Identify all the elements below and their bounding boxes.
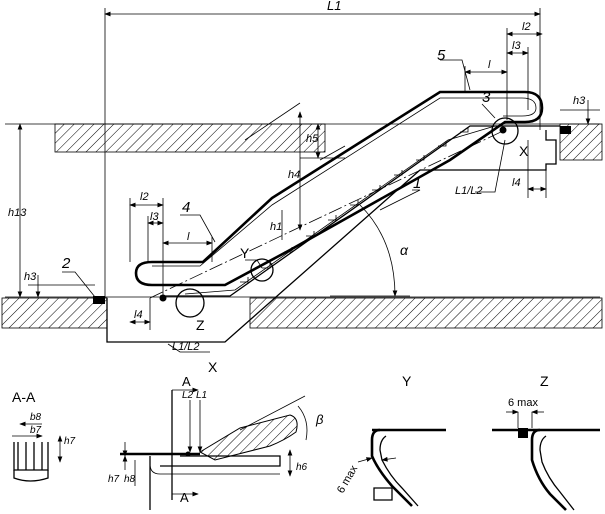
step-teeth	[240, 127, 469, 283]
detail-x-title: X	[208, 359, 218, 375]
dim-b7: b7	[30, 425, 42, 436]
dim-h7-aa: h7	[64, 436, 76, 447]
dim-l3-left: l3	[150, 211, 159, 223]
label-4: 4	[182, 199, 190, 216]
detail-label-x: X	[519, 143, 529, 159]
truss-outline	[106, 130, 557, 343]
dim-h6: h6	[296, 462, 308, 473]
y-6max-label: 6 max	[335, 463, 361, 495]
detail-circle-z[interactable]	[175, 288, 205, 318]
incline-axis	[149, 130, 504, 299]
detail-x: X A A L2 L1 β h6 h7 h8	[108, 359, 324, 510]
label-3: 3	[482, 89, 491, 106]
detail-z-title: Z	[540, 373, 549, 389]
dim-h7-x: h7	[108, 474, 120, 485]
dim-l4-left: l4	[134, 309, 143, 321]
handrail-inner	[152, 97, 537, 267]
detail-label-y: Y	[240, 245, 250, 261]
section-a-bottom: A	[180, 490, 189, 505]
dim-b8: b8	[30, 412, 42, 423]
handrail	[134, 90, 544, 287]
dim-l4-right: l4	[512, 177, 521, 189]
dim-l2-left: l2	[140, 191, 149, 203]
z-6max-label: 6 max	[508, 397, 538, 409]
detail-y-title: Y	[402, 373, 412, 389]
label-1: 1	[413, 175, 421, 192]
dim-h4: h4	[288, 169, 300, 181]
lower-floor-slab-right	[249, 297, 603, 329]
dim-h8: h8	[124, 474, 136, 485]
dim-h3-right: h3	[573, 95, 586, 107]
detail-label-z: Z	[196, 317, 205, 333]
dim-h13: h13	[8, 207, 27, 219]
lower-floor-slab-left	[1, 297, 108, 329]
dim-h3-left: h3	[24, 271, 37, 283]
dim-L1L2-left: L1/L2	[172, 341, 200, 353]
detail-z: Z 6 max	[492, 373, 600, 511]
dim-L2-x: L2	[182, 390, 194, 401]
dim-L1-x: L1	[196, 390, 207, 401]
angle-alpha: α	[400, 242, 409, 258]
comb-plate-upper	[560, 126, 571, 134]
dim-l-top: l	[488, 59, 491, 71]
dim-L1L2-right: L1/L2	[455, 185, 483, 197]
dim-l-left: l	[187, 231, 190, 243]
detail-circle-y[interactable]	[250, 258, 274, 282]
dim-L1: L1	[327, 0, 341, 13]
detail-aa-title: A-A	[12, 389, 36, 405]
dim-h5: h5	[306, 133, 319, 145]
angle-beta: β	[315, 412, 324, 427]
dim-h1: h1	[270, 221, 282, 233]
step-band	[160, 125, 560, 297]
comb-hatched	[198, 414, 298, 461]
detail-circle-x[interactable]	[491, 117, 519, 145]
upper-floor-slab-left	[54, 123, 326, 153]
comb-plate-lower	[93, 296, 105, 304]
main-view: L1 l2 l3 l 5 3 h3 X h5 h4 1 L1/L2 l4 l2 …	[1, 0, 603, 353]
label-5: 5	[437, 47, 446, 64]
dim-l3-top: l3	[512, 40, 521, 52]
detail-y: Y 6 max	[335, 373, 446, 507]
section-a-top: A	[182, 374, 191, 389]
label-2: 2	[61, 255, 71, 272]
detail-aa: A-A b8 b7 h7	[12, 389, 76, 482]
dim-l2-top: l2	[522, 21, 531, 33]
